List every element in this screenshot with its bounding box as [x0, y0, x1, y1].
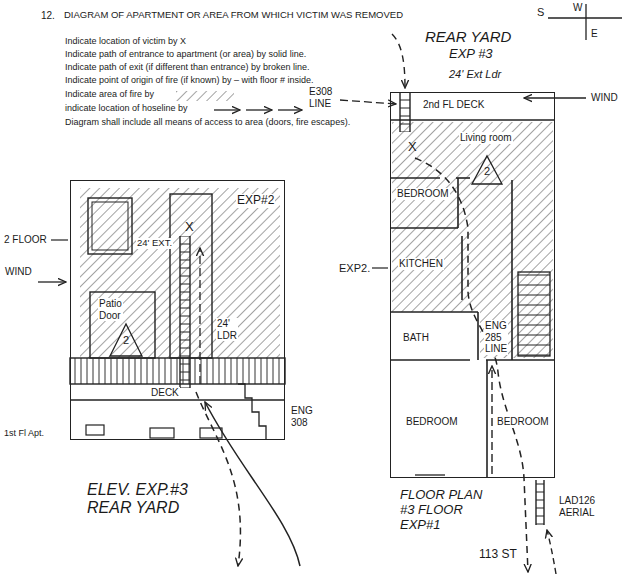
wall [390, 311, 478, 313]
exposure-label: EXP #3 [448, 47, 494, 62]
ladder-rungs [536, 480, 544, 525]
wall [390, 119, 555, 121]
compass-letter: S [536, 6, 545, 19]
apparatus-label: ENG 308 [290, 405, 314, 428]
stairs [238, 384, 266, 440]
instruction-text: indicate location of hoseline by [64, 103, 189, 113]
fire-origin-triangle [110, 324, 142, 356]
compass-letter: E [590, 28, 599, 40]
floor-label: 2 FLOOR [3, 234, 48, 246]
window [200, 428, 222, 438]
room-name: BEDROOM [396, 188, 450, 200]
room-area: BEDROOM [488, 361, 554, 477]
compass-letter: W [572, 2, 583, 14]
floor-label: 1st Fl Apt. [3, 428, 45, 438]
instruction-text: Indicate path of entrance to apartment (… [64, 49, 307, 59]
ladder-rungs [400, 92, 410, 132]
exit-path [196, 392, 240, 566]
room-name: Living room [459, 132, 513, 144]
wall [390, 177, 440, 179]
form-section-number: 12. [40, 10, 56, 22]
form-title: DIAGRAM OF APARTMENT OR AREA FROM WHICH … [64, 10, 403, 21]
exit-path [392, 34, 405, 88]
victim-mark: X [185, 220, 194, 235]
window [150, 428, 174, 438]
victim-mark: X [408, 140, 417, 155]
room-area: BEDROOM [391, 361, 486, 477]
ladder-label: 24' EXT. [136, 238, 173, 249]
room-area: Living room [391, 121, 553, 177]
hoseline [340, 100, 396, 104]
ladder-rail [399, 92, 400, 132]
door-label: Patio Door [98, 298, 123, 321]
ladder-label: 24' Ext Ldr [448, 68, 502, 81]
fire-origin-number: 2 [123, 334, 129, 347]
compass-line [585, 4, 586, 40]
fire-area-sample [176, 91, 234, 101]
hoseline-label: E308 LINE [308, 86, 333, 109]
room-name: BEDROOM [405, 416, 459, 428]
fire-area-hatch [392, 122, 553, 358]
room-area: BEDROOM [391, 179, 457, 229]
wall [477, 312, 479, 360]
leader-line [51, 239, 68, 240]
wall [390, 227, 458, 229]
apparatus-path [547, 530, 556, 574]
hoseline-sample [246, 109, 272, 110]
window [88, 198, 132, 254]
wall [461, 236, 463, 300]
deck-railing [70, 358, 285, 384]
instruction-text: Indicate point of origin of fire (if kno… [64, 75, 315, 85]
wind-label: WIND [590, 92, 619, 104]
wind-arrow [524, 97, 586, 98]
fire-origin-triangle [472, 156, 502, 184]
window [170, 194, 212, 358]
window [86, 425, 104, 435]
window [415, 474, 445, 475]
room-area: BATH [391, 313, 477, 360]
window-frame [92, 202, 128, 250]
hoseline [491, 366, 492, 474]
hoseline-sample [214, 109, 240, 110]
compass-line [548, 17, 622, 18]
elevation-outline: ELEV. EXP.#3 REAR YARD [70, 180, 285, 440]
patio-door [90, 292, 155, 358]
deck-label: 2nd FL DECK [422, 99, 485, 111]
hoseline-sample [278, 109, 302, 110]
drawing-caption: FLOOR PLAN #3 FLOOR EXP#1 [399, 488, 501, 533]
instruction-text: Indicate location of victim by X [64, 36, 187, 46]
room-area: KITCHEN [391, 236, 461, 313]
deck-label: DECK [150, 387, 180, 399]
exposure-label: REAR YARD [424, 28, 512, 45]
fire-origin-number: 2 [484, 165, 490, 178]
ladder-label: 24' LDR [216, 318, 238, 341]
exposure-label: EXP2. [338, 262, 371, 275]
room-name: BATH [402, 332, 430, 344]
street-label: 113 ST [478, 548, 518, 562]
hoseline-label: ENG 285 LINE [484, 320, 508, 355]
ladder-rail [543, 480, 544, 525]
wall [390, 359, 470, 361]
wall [511, 180, 513, 360]
wind-label: WIND [4, 266, 33, 278]
instruction-text: Indicate area of fire by [64, 89, 155, 99]
ladder-rail [535, 480, 536, 525]
instruction-text: Indicate path of exit (if different than… [64, 62, 310, 72]
instruction-text: Diagram shall include all means of acces… [64, 117, 351, 127]
floor-plan-outline: Living roomBEDROOM KITCHEN BATH BEDROOM BEDR… [390, 92, 555, 478]
exposure-label: EXP#2 [236, 194, 275, 208]
room-name: BEDROOM [496, 416, 550, 428]
wind-arrow [38, 281, 66, 282]
ladder-rail [409, 92, 410, 132]
wall [486, 360, 488, 478]
drawing-caption: ELEV. EXP.#3 REAR YARD [86, 481, 223, 518]
stairs [518, 272, 550, 356]
apparatus-label: LAD126 AERIAL [558, 495, 596, 518]
room-name: KITCHEN [398, 258, 444, 270]
wall [457, 178, 459, 228]
deck-floor [70, 399, 285, 400]
leader-line [372, 267, 388, 268]
